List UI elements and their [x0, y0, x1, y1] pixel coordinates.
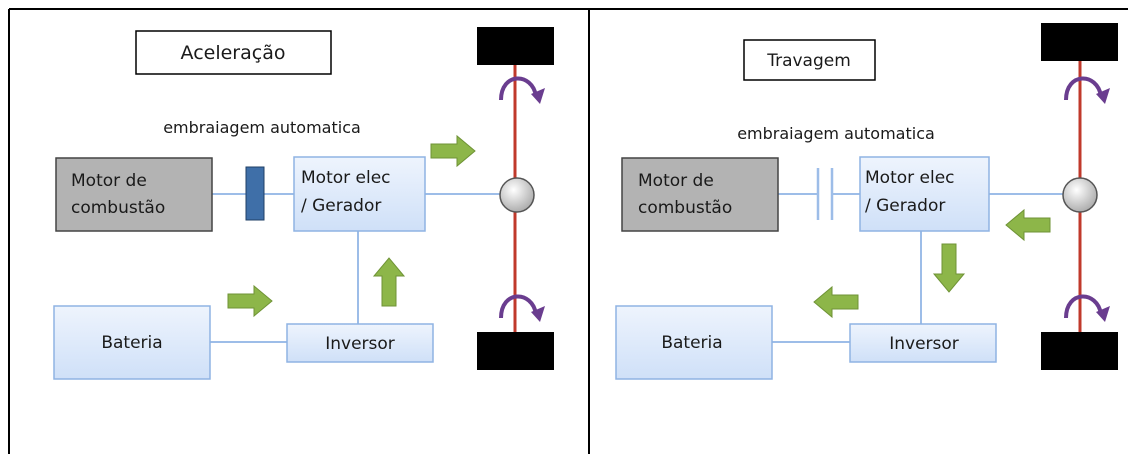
flow-arrow-wheels-to-motor — [1005, 209, 1051, 241]
wheel-bottom — [1041, 332, 1118, 370]
electric-motor-label-line1: Motor elec — [865, 168, 955, 188]
flow-arrow-motor-to-inverter — [933, 243, 965, 293]
rotation-arrow-top — [499, 76, 538, 101]
panel-braking: Travagem embraiagem automatica Motor de … — [615, 23, 1118, 380]
battery-label: Bateria — [101, 333, 162, 353]
clutch-engaged — [245, 166, 265, 221]
rotation-arrow-bottom — [1064, 294, 1103, 319]
rotation-arrowhead-bottom — [1096, 306, 1110, 322]
rotation-arrow-bottom — [499, 294, 538, 319]
wheel-bottom — [477, 332, 554, 370]
flow-arrow-battery-to-inverter — [227, 285, 273, 317]
inverter-label: Inversor — [325, 334, 395, 354]
electric-motor-box — [293, 156, 426, 232]
combustion-motor-box — [621, 157, 779, 232]
rotation-arrow-top — [1064, 76, 1103, 101]
electric-motor-label-line2: / Gerador — [301, 196, 381, 216]
combustion-motor-label-line1: Motor de — [71, 171, 147, 191]
panel-acceleration: Aceleração embraiagem automatica Motor d… — [53, 27, 554, 380]
inverter-label: Inversor — [889, 334, 959, 354]
title-box — [135, 30, 332, 75]
frame — [8, 8, 1128, 454]
combustion-motor-label-line2: combustão — [638, 198, 732, 218]
battery-label: Bateria — [661, 333, 722, 353]
rotation-arrowhead-top — [1096, 88, 1110, 104]
flow-arrow-to-wheels — [430, 135, 476, 167]
title-box — [743, 39, 876, 81]
flow-arrow-inverter-to-battery — [813, 286, 859, 318]
panel-title: Aceleração — [181, 42, 286, 64]
rotation-arrowhead-bottom — [531, 306, 545, 322]
clutch-label: embraiagem automatica — [737, 124, 935, 143]
combustion-motor-label-line2: combustão — [71, 198, 165, 218]
electric-motor-label-line2: / Gerador — [865, 196, 945, 216]
flow-arrow-inverter-to-motor — [373, 257, 405, 307]
clutch-disengaged — [816, 168, 834, 220]
inverter-box — [849, 323, 997, 363]
panel-title: Travagem — [766, 51, 851, 71]
wheel-top — [1041, 23, 1118, 61]
combustion-motor-box — [55, 157, 213, 232]
rotation-arrowhead-top — [531, 88, 545, 104]
wheel-hub — [499, 177, 535, 213]
wheel-hub — [1062, 177, 1098, 213]
electric-motor-label-line1: Motor elec — [301, 168, 391, 188]
inverter-box — [286, 323, 434, 363]
wheel-top — [477, 27, 554, 65]
electric-motor-box — [859, 156, 990, 232]
combustion-motor-label-line1: Motor de — [638, 171, 714, 191]
connection-lines — [772, 193, 1063, 343]
battery-box — [615, 305, 773, 380]
battery-box — [53, 305, 211, 380]
clutch-label: embraiagem automatica — [163, 118, 361, 137]
